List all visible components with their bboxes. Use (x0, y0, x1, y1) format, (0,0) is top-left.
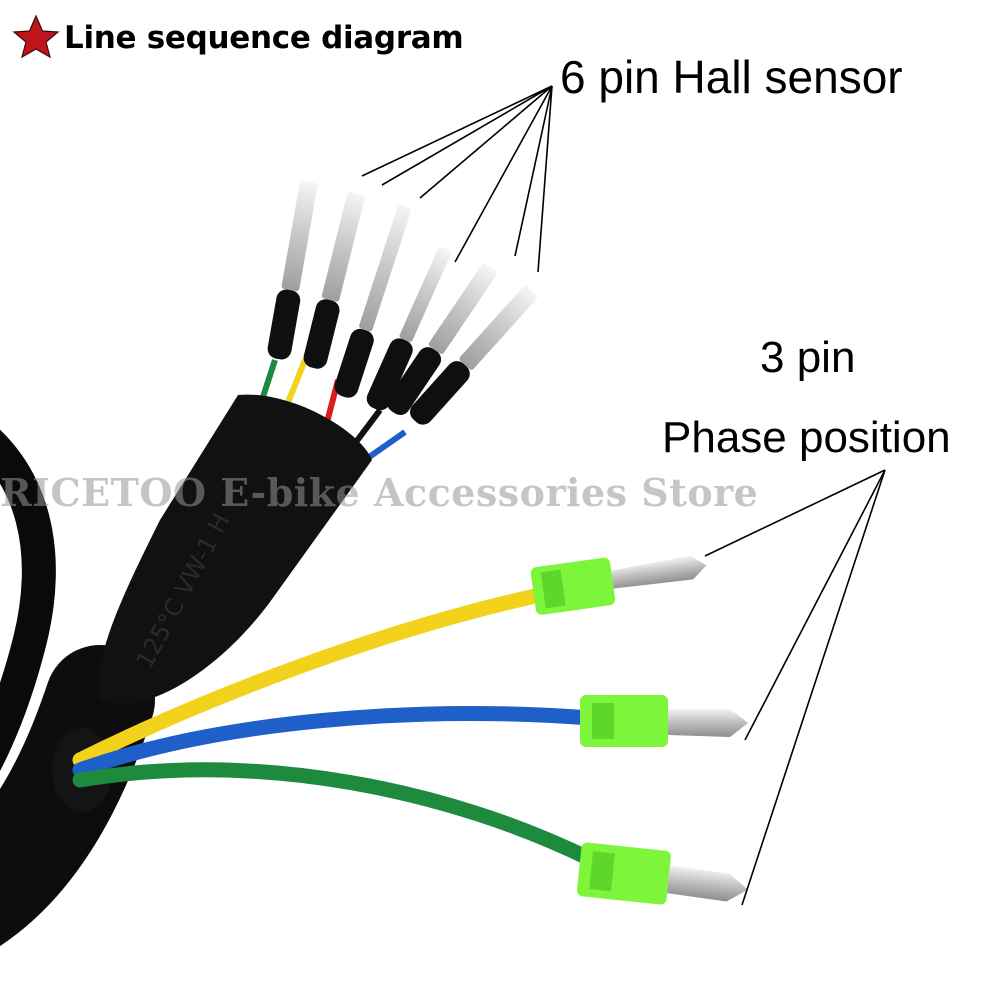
phase-wire-green (72, 762, 600, 868)
watermark: RICETOO E-bike Accessories Store (0, 470, 759, 515)
phase-position-label: Phase position (662, 413, 951, 462)
hall-connector-5 (386, 263, 498, 416)
hall-connector-3 (334, 204, 412, 398)
hall-connector-1 (267, 180, 318, 360)
hall-connector-6 (410, 285, 538, 425)
phase-leader-lines (704, 469, 886, 906)
phase-connector-2 (580, 695, 748, 747)
hall-wire-green (259, 359, 278, 401)
title-block: Line sequence diagram (64, 20, 464, 56)
hall-connector-4 (366, 246, 452, 411)
phase-wire-yellow (72, 587, 548, 768)
phase-connector-1 (530, 555, 707, 615)
hall-connector-2 (303, 191, 365, 369)
heat-shrink-sleeve (98, 394, 372, 704)
hall-leader-lines (361, 85, 553, 273)
title-text: Line sequence diagram (64, 20, 464, 56)
hall-connectors (267, 180, 538, 425)
main-cable-outer (0, 429, 56, 771)
phase-wire-blue (72, 706, 598, 778)
star-icon (12, 14, 60, 59)
hall-sensor-label: 6 pin Hall sensor (560, 51, 903, 103)
phase-pin-count-label: 3 pin (760, 333, 856, 382)
phase-connector-3 (576, 842, 748, 905)
